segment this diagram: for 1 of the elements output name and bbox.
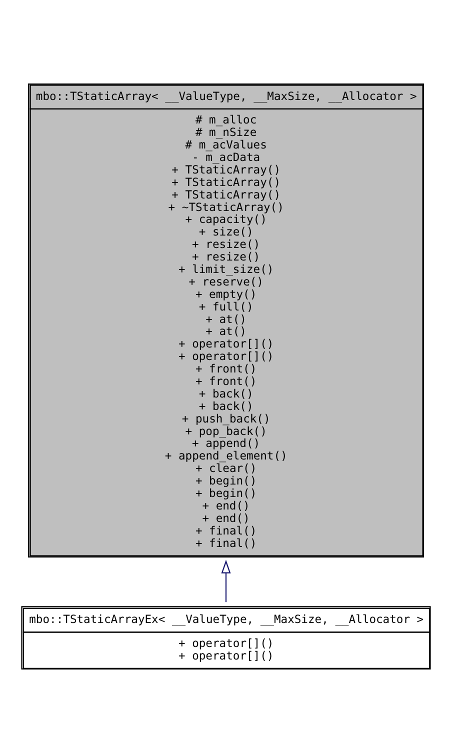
arrow [221, 560, 231, 602]
